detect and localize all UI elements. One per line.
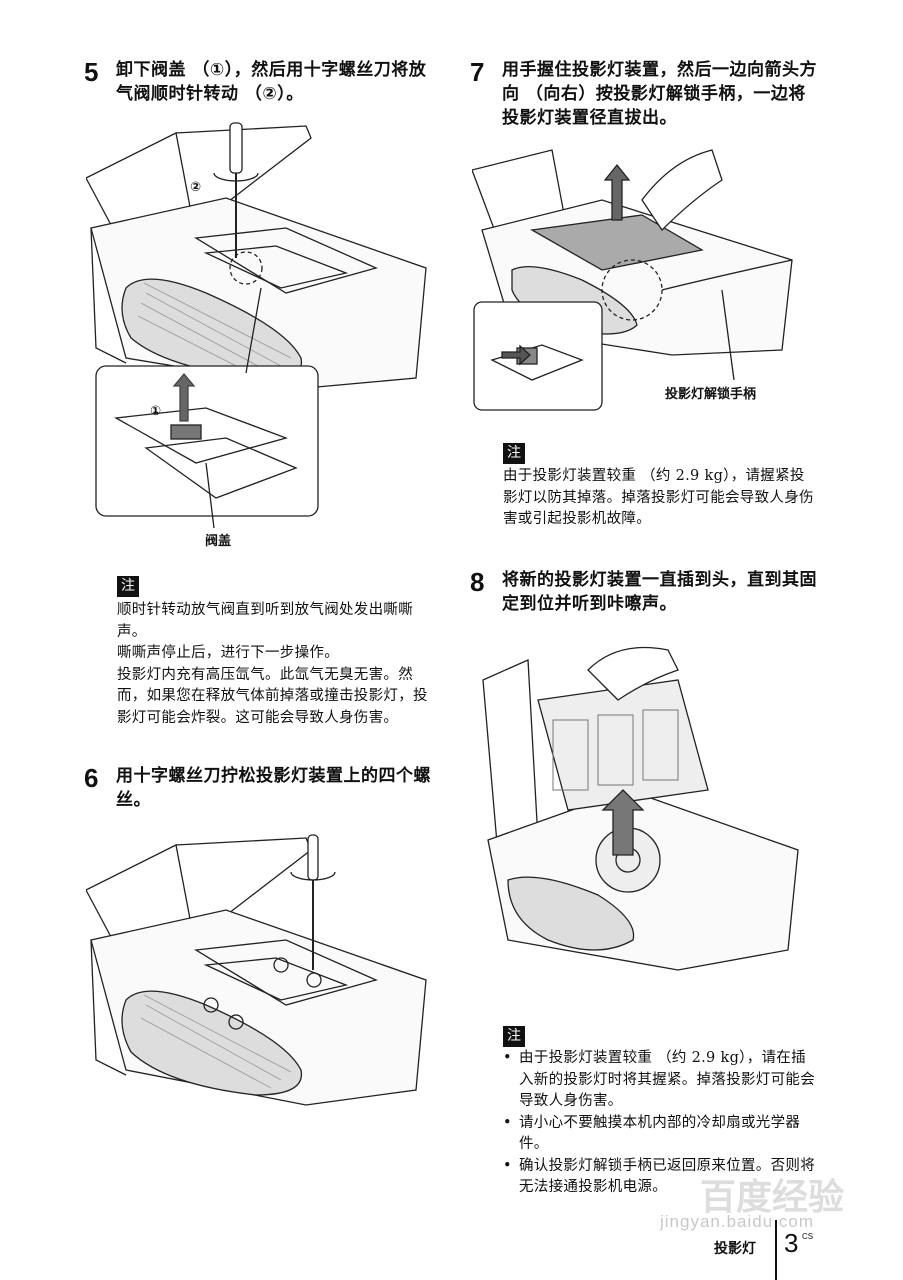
footer-divider <box>775 1220 777 1280</box>
note-8-item-1: 由于投影灯装置较重 （约 2.9 kg），请在插入新的投影灯时将其握紧。掉落投影… <box>503 1048 818 1113</box>
step-5-text: 卸下阀盖 （①），然后用十字螺丝刀将放气阀顺时针转动 （②）。 <box>116 60 427 104</box>
step-7-number: 7 <box>470 57 485 87</box>
footer-page-number: 3 <box>784 1228 799 1258</box>
note-8-list: 由于投影灯装置较重 （约 2.9 kg），请在插入新的投影灯时将其握紧。掉落投影… <box>503 1048 818 1199</box>
figure-step-5-illustration <box>86 122 427 529</box>
step-8-text: 将新的投影灯装置一直插到头，直到其固定到位并听到咔嚓声。 <box>502 570 817 614</box>
figure-step-8-illustration <box>482 646 799 971</box>
step-6-text: 用十字螺丝刀拧松投影灯装置上的四个螺丝。 <box>116 766 431 810</box>
step-6-number: 6 <box>84 763 99 793</box>
note-8-item-3: 确认投影灯解锁手柄已返回原来位置。否则将无法接通投影机电源。 <box>503 1156 818 1199</box>
figure-step-6-illustration <box>86 834 427 1106</box>
note-badge-7: 注 <box>503 443 525 464</box>
callout-1-fig5: ① <box>150 404 162 419</box>
footer-lang-code: CS <box>802 1232 814 1241</box>
note-5-text: 顺时针转动放气阀直到听到放气阀处发出嘶嘶声。 嘶嘶声停止后，进行下一步操作。 投… <box>117 600 437 729</box>
step-5-number: 5 <box>84 57 99 87</box>
step-7-text: 用手握住投影灯装置，然后一边向箭头方向 （向右）按投影灯解锁手柄，一边将投影灯装… <box>502 60 817 128</box>
footer-section-label: 投影灯 <box>714 1241 756 1257</box>
callout-2-fig5: ② <box>190 180 202 195</box>
note-5-line-3: 投影灯内充有高压氙气。此氙气无臭无害。然而，如果您在释放气体前掉落或撞击投影灯，… <box>117 666 428 726</box>
note-badge-8: 注 <box>503 1026 525 1047</box>
note-5-line-1: 顺时针转动放气阀直到听到放气阀处发出嘶嘶声。 <box>117 602 413 640</box>
label-lamp-release-lever: 投影灯解锁手柄 <box>665 387 757 402</box>
label-valve-cover: 阀盖 <box>205 534 232 549</box>
figure-step-7-illustration <box>472 149 793 411</box>
note-8-item-2: 请小心不要触摸本机内部的冷却扇或光学器件。 <box>503 1113 818 1156</box>
step-8-number: 8 <box>470 567 485 597</box>
note-badge-5: 注 <box>117 576 139 597</box>
note-7-text: 由于投影灯装置较重 （约 2.9 kg），请握紧投影灯以防其掉落。掉落投影灯可能… <box>503 468 814 527</box>
watermark-url: jingyan.baidu.com <box>660 1212 815 1231</box>
watermark-text: 百度经验 <box>700 1177 845 1218</box>
note-5-line-2: 嘶嘶声停止后，进行下一步操作。 <box>117 645 339 661</box>
